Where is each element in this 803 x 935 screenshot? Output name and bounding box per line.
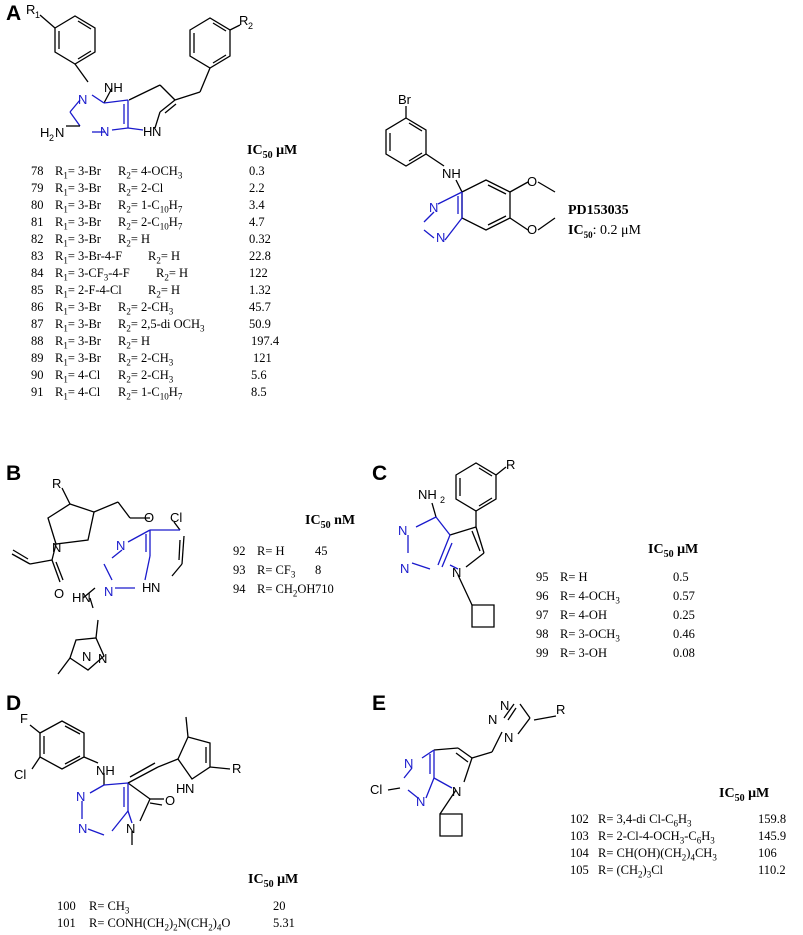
ic50-header-b: IC50 nM bbox=[305, 513, 356, 531]
atom-n-triazole-3: N bbox=[504, 730, 513, 745]
atom-n-pyrrolidine: N bbox=[52, 540, 61, 555]
atom-r1-sub: 1 bbox=[35, 10, 40, 20]
panel-letter-d: D bbox=[6, 692, 22, 715]
atom-hn-label: HN bbox=[72, 590, 91, 605]
atom-n1-label: N bbox=[78, 92, 87, 107]
atom-r2-label: R bbox=[239, 13, 248, 28]
atom-hn-h: H bbox=[143, 124, 152, 139]
atom-nh-label: NH bbox=[96, 763, 115, 778]
atom-hn-n: N bbox=[185, 781, 194, 796]
pd153035-name: PD153035 bbox=[568, 203, 629, 218]
atom-cl-label: Cl bbox=[14, 767, 26, 782]
atom-o-label: O bbox=[144, 510, 154, 525]
atom-h2n-sub: 2 bbox=[49, 133, 54, 143]
molecule-d-scaffold: F Cl NH N N N O H N R bbox=[14, 711, 241, 845]
panel-letter-b: B bbox=[6, 462, 22, 485]
ic50-header-a: IC50 μM bbox=[247, 143, 298, 161]
atom-n1-label: N bbox=[429, 200, 438, 215]
panel-letter-e: E bbox=[372, 692, 387, 715]
atom-n-triazole-1: N bbox=[488, 712, 497, 727]
atom-n-pyrazole-2: N bbox=[98, 651, 107, 666]
atom-n3-label: N bbox=[452, 784, 461, 799]
panel-letter-a: A bbox=[6, 2, 22, 25]
atom-nh-label: NH bbox=[104, 80, 123, 95]
atom-r2-sub: 2 bbox=[248, 21, 253, 31]
atom-o1-label: O bbox=[527, 174, 537, 189]
atom-hn-n: N bbox=[152, 124, 161, 139]
atom-cl-label: Cl bbox=[370, 782, 382, 797]
atom-nh2-label: NH bbox=[418, 487, 437, 502]
molecule-b-scaffold: R O Cl N O N N HN H N N N bbox=[11, 476, 185, 675]
atom-n2-label: N bbox=[78, 821, 87, 836]
molecule-e-scaffold: R N N N Cl N N N bbox=[370, 698, 565, 837]
atom-r-label: R bbox=[52, 476, 61, 491]
atom-r1-label: R bbox=[26, 2, 35, 17]
atom-n1-label: N bbox=[76, 789, 85, 804]
molecule-a-scaffold: R 1 R 2 NH N N H 2 N H N bbox=[26, 2, 253, 143]
ic50-header-d: IC50 μM bbox=[248, 872, 299, 890]
pd153035-ic50: IC50: 0.2 μM bbox=[568, 223, 641, 240]
atom-nh-label: NH bbox=[442, 166, 461, 181]
atom-r-label: R bbox=[506, 457, 515, 472]
atom-n2-label: N bbox=[436, 230, 445, 245]
ic50-header-c: IC50 μM bbox=[648, 542, 699, 560]
atom-h2n-n: N bbox=[55, 125, 64, 140]
atom-n2-label: N bbox=[104, 584, 113, 599]
molecule-c-scaffold: R NH 2 N N N bbox=[398, 457, 515, 628]
atom-hn-h: H bbox=[176, 781, 185, 796]
atom-n1-label: N bbox=[398, 523, 407, 538]
atom-r-label: R bbox=[232, 761, 241, 776]
atom-h2n-h: H bbox=[40, 125, 49, 140]
atom-n-pyrazole-1: N bbox=[82, 649, 91, 664]
atom-r-label: R bbox=[556, 702, 565, 717]
atom-hn-h: H bbox=[142, 580, 151, 595]
atom-n3-label: N bbox=[126, 821, 135, 836]
atom-nh2-sub: 2 bbox=[440, 495, 445, 505]
atom-n2-label: N bbox=[400, 561, 409, 576]
atom-o-label: O bbox=[165, 793, 175, 808]
atom-n2-label: N bbox=[416, 794, 425, 809]
atom-n3-label: N bbox=[452, 565, 461, 580]
molecule-pd153035: Br NH N N O O bbox=[385, 92, 556, 245]
atom-br-label: Br bbox=[398, 92, 412, 107]
ic50-header-e: IC50 μM bbox=[719, 786, 770, 804]
atom-n1-label: N bbox=[116, 538, 125, 553]
atom-hn-n: N bbox=[151, 580, 160, 595]
atom-o-carbonyl: O bbox=[54, 586, 64, 601]
atom-n1-label: N bbox=[404, 756, 413, 771]
atom-n-triazole-2: N bbox=[500, 698, 509, 713]
atom-cl-label: Cl bbox=[170, 510, 182, 525]
atom-o2-label: O bbox=[527, 222, 537, 237]
atom-f-label: F bbox=[20, 711, 28, 726]
atom-n2-label: N bbox=[100, 124, 109, 139]
panel-letter-c: C bbox=[372, 462, 388, 485]
